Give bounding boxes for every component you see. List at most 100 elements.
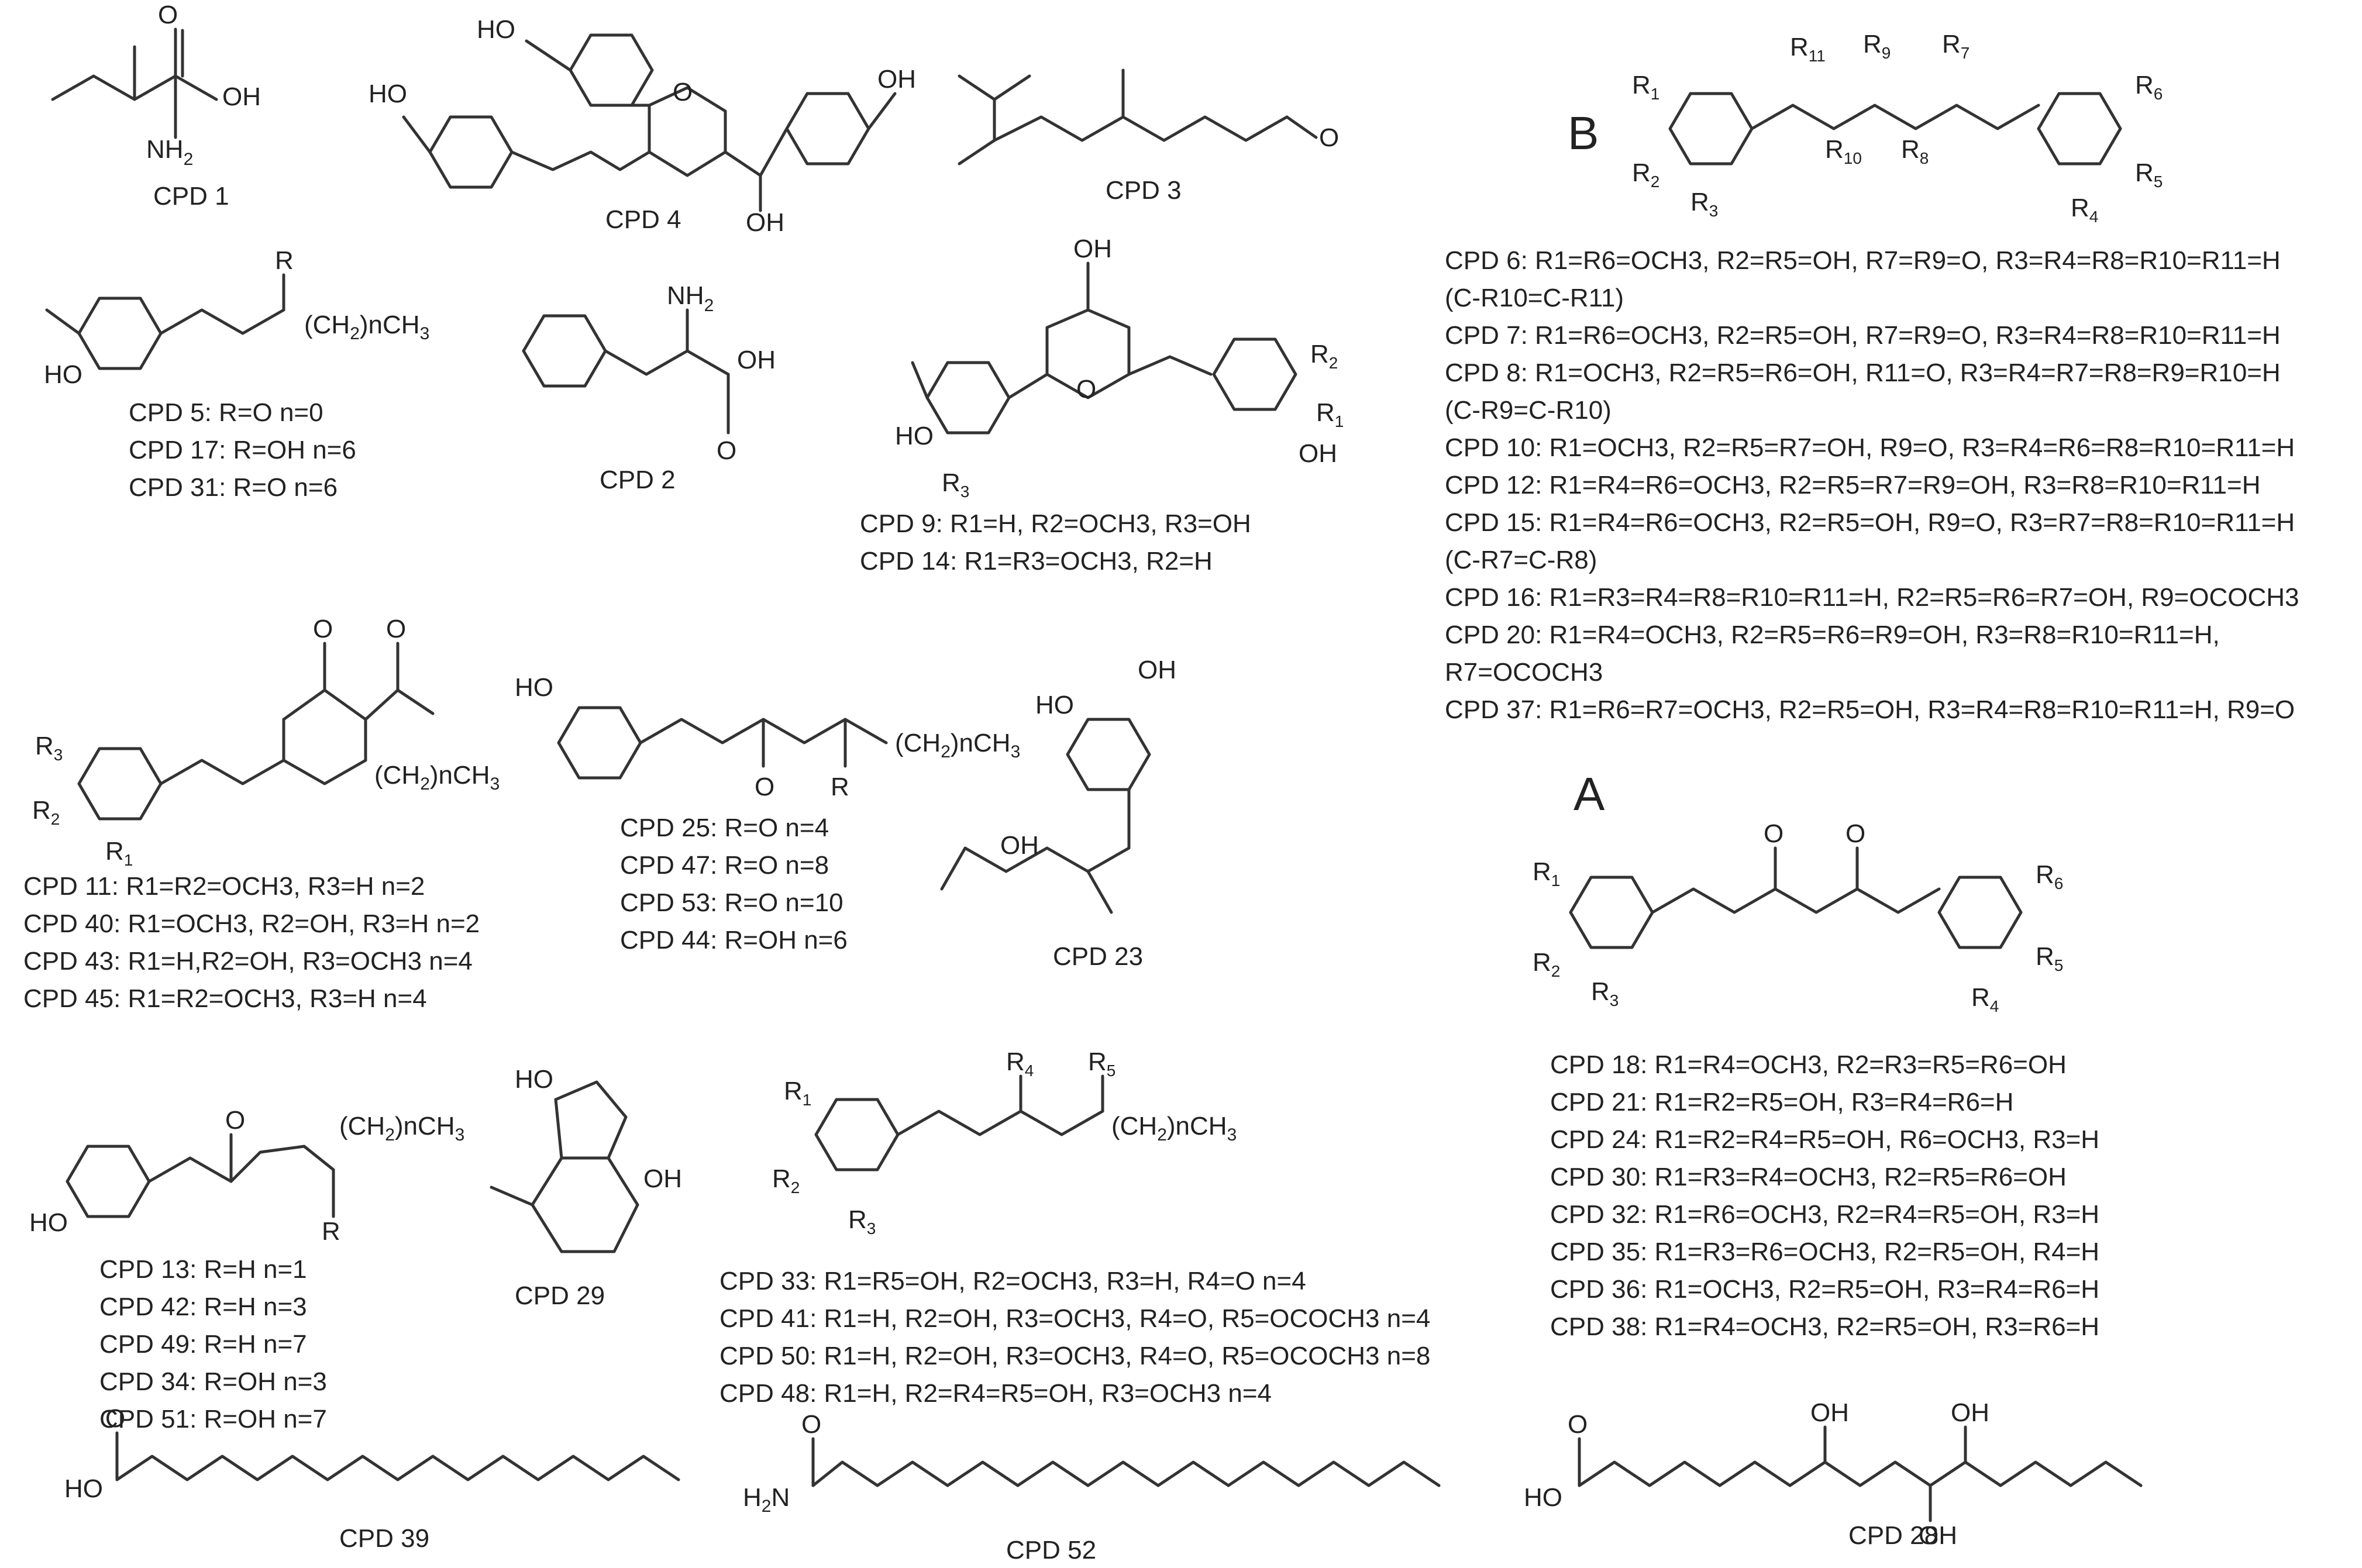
atom-ho: HO <box>515 1065 553 1094</box>
label-cpd-1: CPD 1 <box>153 182 229 211</box>
atom-o: O <box>1568 1410 1588 1439</box>
atom-ho: HO <box>64 1474 103 1503</box>
scaffold-a: A O O R1 R2 R3 R6 R5 R4 <box>1533 768 2063 1015</box>
atom-nh2: NH2 <box>146 135 193 169</box>
atom-chain: (CH2)nCH3 <box>304 311 429 343</box>
series-scaffold-b: CPD 6: R1=R6=OCH3, R2=R5=OH, R7=R9=O, R3… <box>1445 246 2299 724</box>
label-cpd-52: CPD 52 <box>1006 1536 1096 1564</box>
series-line: CPD 40: R1=OCH3, R2=OH, R3=H n=2 <box>23 909 480 938</box>
svg-text:R5: R5 <box>1088 1047 1115 1080</box>
atom-o: O <box>1845 819 1865 848</box>
series-line: CPD 33: R1=R5=OH, R2=OCH3, R3=H, R4=O n=… <box>719 1267 1306 1295</box>
structure-cpd-33: R4 R5 (CH2)nCH3 R1 R2 R3 CPD 33: R1=R5=O… <box>719 1047 1430 1408</box>
svg-text:R5: R5 <box>2036 942 2063 974</box>
svg-text:R3: R3 <box>35 732 63 764</box>
atom-oh: OH <box>643 1164 682 1193</box>
series-line: CPD 21: R1=R2=R5=OH, R3=R4=R6=H <box>1550 1088 2013 1116</box>
series-line: CPD 49: R=H n=7 <box>99 1330 307 1359</box>
series-line: CPD 45: R1=R2=OCH3, R3=H n=4 <box>23 984 427 1013</box>
svg-text:R1: R1 <box>1316 398 1344 430</box>
atom-oh: OH <box>746 208 784 237</box>
atom-oh: OH <box>222 82 261 111</box>
series-line: CPD 36: R1=OCH3, R2=R5=OH, R3=R4=R6=H <box>1550 1275 2099 1304</box>
atom-o: O <box>105 1404 125 1433</box>
svg-text:R2: R2 <box>32 796 60 828</box>
atom-h2n: H2N <box>743 1483 790 1516</box>
atom-chain: (CH2)nCH3 <box>339 1112 464 1145</box>
series-line: (C-R9=C-R10) <box>1445 396 1612 425</box>
series-line: CPD 30: R1=R3=R4=OCH3, R2=R5=R6=OH <box>1550 1163 2067 1191</box>
svg-text:R3: R3 <box>1591 977 1619 1009</box>
svg-text:R2: R2 <box>1533 948 1560 980</box>
series-line: CPD 24: R1=R2=R4=R5=OH, R6=OCH3, R3=H <box>1550 1125 2099 1154</box>
svg-text:R1: R1 <box>1533 857 1560 890</box>
series-line: (C-R10=C-R11) <box>1445 284 1624 312</box>
structure-cpd-9: OH O R2 R1 OH HO R3 CPD 9: R1=H, R2=OCH3… <box>860 235 1344 575</box>
series-line: CPD 12: R1=R4=R6=OCH3, R2=R5=R7=R9=OH, R… <box>1445 471 2260 499</box>
structure-cpd-11: O O (CH2)nCH3 R3 R2 R1 CPD 11: R1=R2=OCH… <box>23 615 500 1013</box>
atom-ho: HO <box>477 15 515 44</box>
atom-o: O <box>801 1410 821 1439</box>
atom-oh: OH <box>737 346 776 374</box>
structure-cpd-2: NH2 OH O CPD 2 <box>522 281 776 494</box>
series-line: CPD 43: R1=H,R2=OH, R3=OCH3 n=4 <box>23 947 473 976</box>
series-line: CPD 25: R=O n=4 <box>620 814 829 842</box>
atom-chain: (CH2)nCH3 <box>374 761 500 794</box>
atom-o: O <box>755 773 774 801</box>
label-cpd-3: CPD 3 <box>1106 176 1182 205</box>
series-line: CPD 47: R=O n=8 <box>620 851 829 880</box>
atom-ho: HO <box>369 80 407 108</box>
atom-o: O <box>158 1 178 29</box>
atom-ho: HO <box>1524 1483 1562 1512</box>
svg-text:R8: R8 <box>1901 135 1929 167</box>
svg-text:R6: R6 <box>2135 71 2163 103</box>
svg-text:R1: R1 <box>784 1077 811 1109</box>
label-cpd-29: CPD 29 <box>515 1281 605 1310</box>
section-label-b: B <box>1568 107 1599 159</box>
series-line: CPD 48: R1=H, R2=R4=R5=OH, R3=OCH3 n=4 <box>719 1379 1272 1408</box>
svg-text:R3: R3 <box>942 468 969 501</box>
atom-oh: OH <box>1810 1398 1849 1427</box>
structure-cpd-52: O H2N CPD 52 <box>743 1410 1441 1564</box>
atom-o: O <box>386 615 406 643</box>
structure-cpd-29: HO OH CPD 29 <box>490 1065 682 1310</box>
atom-ho: HO <box>895 422 934 450</box>
svg-text:R10: R10 <box>1825 135 1862 167</box>
atom-chain: (CH2)nCH3 <box>1111 1112 1237 1145</box>
atom-o: O <box>1076 375 1096 404</box>
series-line: CPD 35: R1=R3=R6=OCH3, R2=R5=OH, R4=H <box>1550 1238 2099 1266</box>
structure-cpd-4: HO O HO OH OH CPD 4 <box>369 15 916 237</box>
atom-ho: HO <box>29 1208 68 1237</box>
atom-oh: OH <box>1138 656 1176 684</box>
structure-cpd-3: O CPD 3 <box>958 68 1339 205</box>
series-line: CPD 6: R1=R6=OCH3, R2=R5=OH, R7=R9=O, R3… <box>1445 246 2281 275</box>
atom-oh: OH <box>1951 1398 1989 1427</box>
series-line: CPD 17: R=OH n=6 <box>129 436 356 464</box>
label-cpd-23: CPD 23 <box>1053 942 1143 971</box>
atom-oh: OH <box>1919 1521 1957 1550</box>
series-line: CPD 10: R1=OCH3, R2=R5=R7=OH, R9=O, R3=R… <box>1445 433 2295 462</box>
svg-text:R5: R5 <box>2135 158 2163 191</box>
svg-text:R6: R6 <box>2036 860 2063 892</box>
series-line: CPD 15: R1=R4=R6=OCH3, R2=R5=OH, R9=O, R… <box>1445 508 2295 537</box>
svg-text:R2: R2 <box>772 1164 800 1197</box>
series-line: CPD 53: R=O n=10 <box>620 888 843 917</box>
series-line: CPD 31: R=O n=6 <box>129 473 338 502</box>
svg-text:R3: R3 <box>1690 188 1718 220</box>
atom-o: O <box>717 436 736 465</box>
atom-o: O <box>225 1106 245 1135</box>
svg-text:R2: R2 <box>1632 158 1659 191</box>
atom-nh2: NH2 <box>667 281 714 315</box>
atom-o: O <box>673 78 693 106</box>
series-line: CPD 38: R1=R4=OCH3, R2=R5=OH, R3=R6=H <box>1550 1312 2099 1341</box>
atom-chain: (CH2)nCH3 <box>895 729 1020 761</box>
svg-text:R3: R3 <box>848 1205 876 1238</box>
